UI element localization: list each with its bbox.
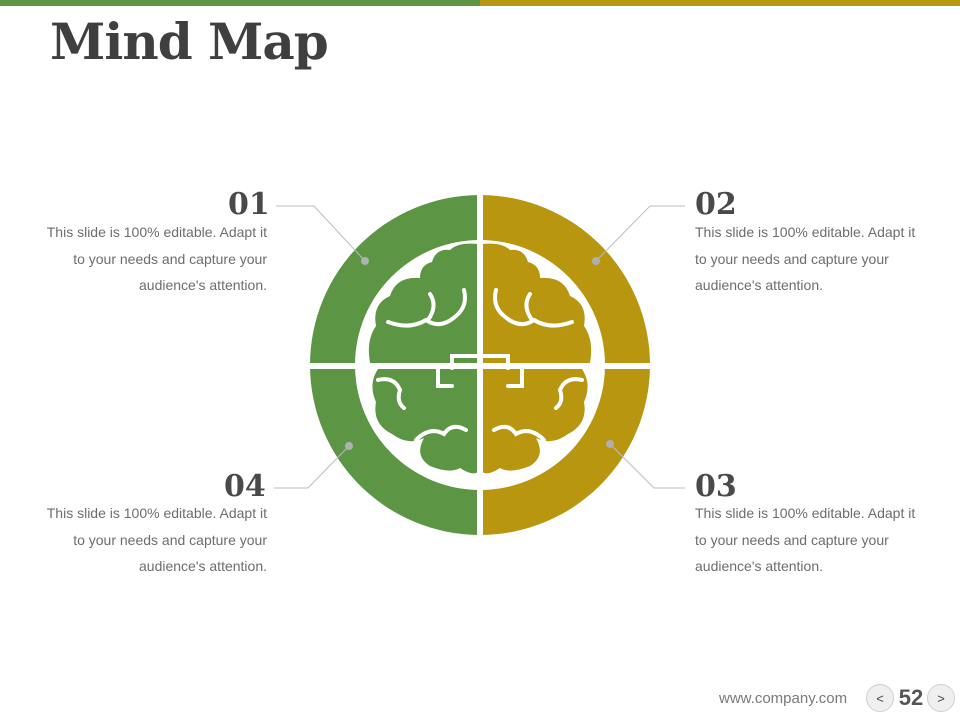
- connector-dot-04: [345, 442, 353, 450]
- item-text-03: This slide is 100% editable. Adapt it to…: [695, 505, 916, 574]
- item-number-03: 03: [695, 469, 737, 504]
- next-slide-button[interactable]: >: [927, 684, 955, 712]
- connector-02: [595, 205, 685, 262]
- item-number-04: 04: [224, 469, 266, 504]
- item-number-01: 01: [228, 187, 270, 222]
- item-number-02: 02: [695, 187, 737, 222]
- brain-right-upper: [482, 243, 592, 363]
- brain-left-upper: [368, 243, 478, 363]
- connector-01: [276, 205, 366, 262]
- item-text-04: This slide is 100% editable. Adapt it to…: [46, 505, 267, 574]
- prev-slide-button[interactable]: <: [866, 684, 894, 712]
- brain-icon: [368, 243, 592, 474]
- slide-title: Mind Map: [50, 12, 329, 71]
- page-number: 52: [898, 685, 924, 710]
- chevron-left-icon: <: [876, 690, 884, 706]
- item-text-02: This slide is 100% editable. Adapt it to…: [695, 224, 916, 293]
- footer-url[interactable]: www.company.com: [719, 690, 848, 707]
- connector-04: [274, 445, 350, 489]
- connector-dot-01: [361, 257, 369, 265]
- top-accent-bar-green: [0, 0, 480, 6]
- chevron-right-icon: >: [937, 690, 945, 706]
- connector-03: [609, 443, 685, 489]
- connector-dot-03: [606, 440, 614, 448]
- connector-dot-02: [592, 257, 600, 265]
- top-accent-bar-gold: [480, 0, 960, 6]
- item-text-01: This slide is 100% editable. Adapt it to…: [46, 224, 267, 293]
